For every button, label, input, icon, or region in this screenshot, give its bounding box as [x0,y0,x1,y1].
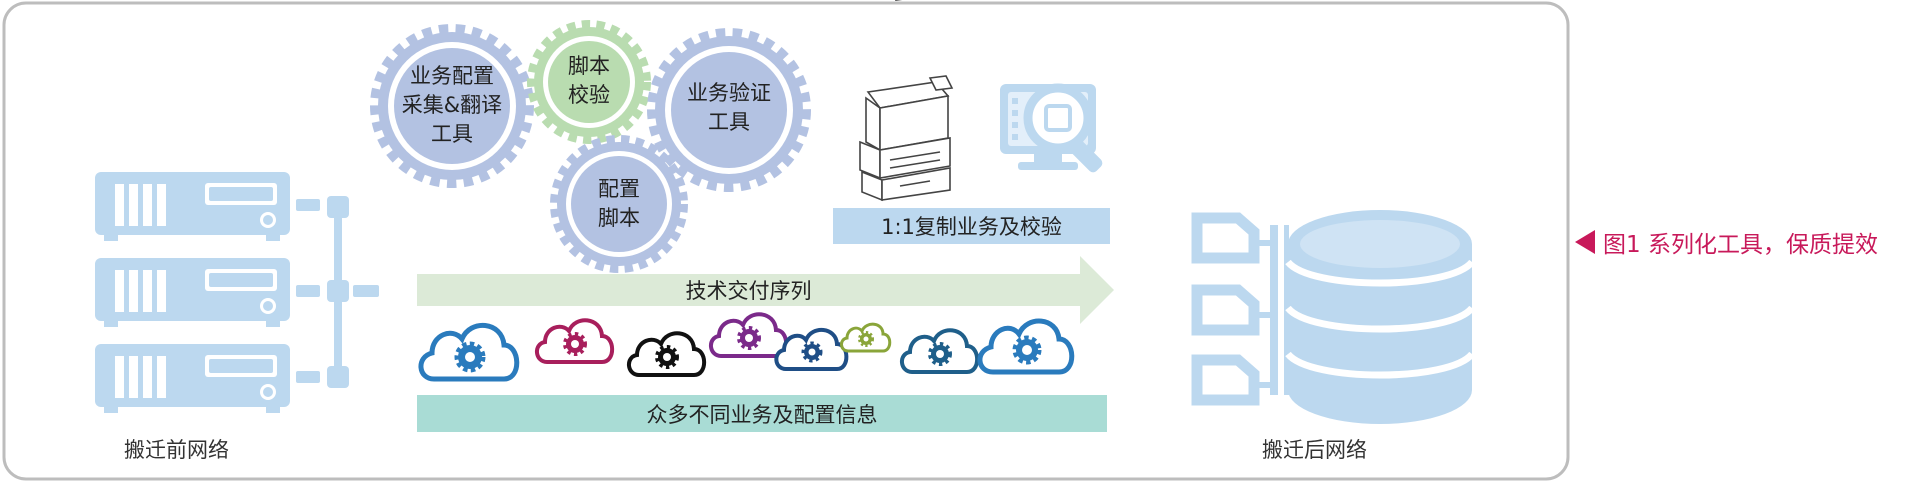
gear-config-collect-line3: 工具 [392,120,512,149]
gear-service-verify-line2: 工具 [669,108,789,137]
figure-caption: 图1 系列化工具，保质提效 [1575,225,1878,259]
left-network-label: 搬迁前网络 [124,434,229,464]
info-bar-label: 众多不同业务及配置信息 [417,395,1107,432]
gear-service-verify-label: 业务验证 工具 [669,79,789,137]
gear-config-script-line1: 配置 [579,175,659,204]
gear-script-verify-label: 脚本 校验 [549,52,629,110]
caption-arrow-icon [1575,230,1595,254]
delivery-arrow-label: 技术交付序列 [417,274,1080,306]
right-network-label: 搬迁后网络 [1262,434,1367,464]
figure-caption-text: 图1 系列化工具，保质提效 [1603,225,1878,259]
server-rack-icon [95,172,379,413]
gear-config-script-line2: 脚本 [579,204,659,233]
gear-script-verify-line2: 校验 [549,81,629,110]
gear-config-collect-line2: 采集&翻译 [392,91,512,120]
gear-config-collect-line1: 业务配置 [392,62,512,91]
gear-config-script-label: 配置 脚本 [579,175,659,233]
gear-service-verify-line1: 业务验证 [669,79,789,108]
gear-script-verify-line1: 脚本 [549,52,629,81]
gear-config-collect-label: 业务配置 采集&翻译 工具 [392,62,512,149]
copy-bar-label: 1:1复制业务及校验 [833,208,1110,244]
